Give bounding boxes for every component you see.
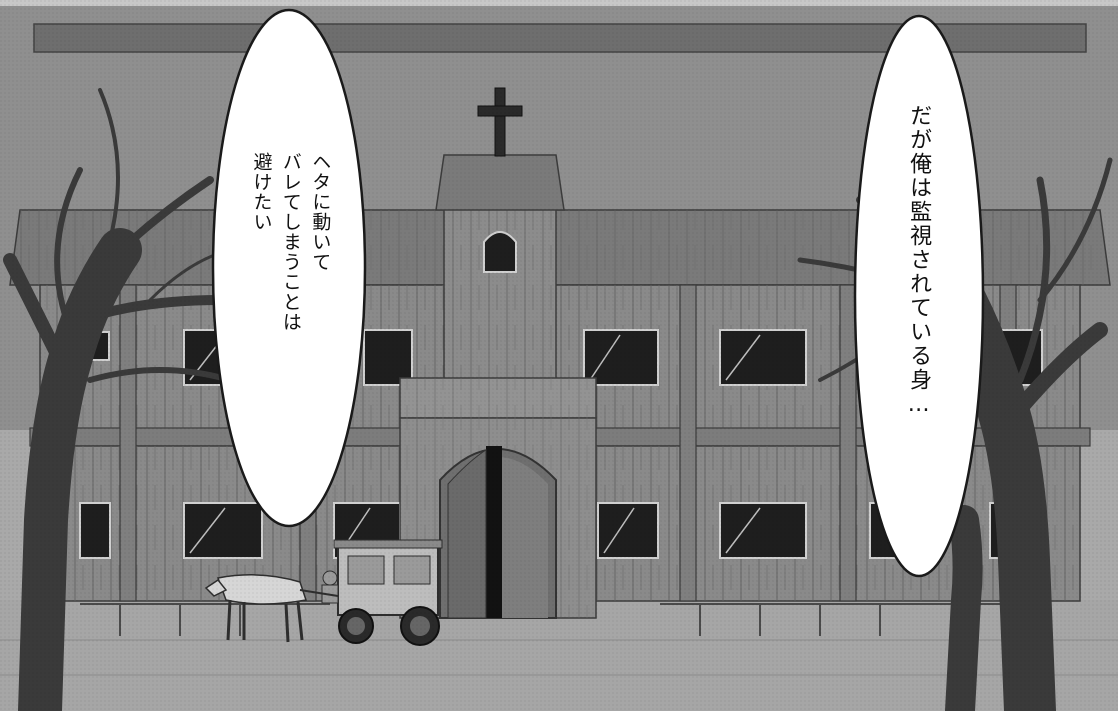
speech-line: だが俺は監視されている身… — [906, 104, 932, 419]
speech-text-left: ヘタに動いて バレてしまうことは 避けたい — [246, 152, 334, 332]
speech-line: バレてしまうことは — [279, 152, 302, 332]
speech-text-right: だが俺は監視されている身… — [901, 104, 935, 419]
speech-line: ヘタに動いて — [309, 152, 332, 272]
speech-balloon-left — [211, 8, 367, 528]
speech-line: 避けたい — [250, 152, 273, 232]
speech-balloon-right — [853, 14, 985, 578]
